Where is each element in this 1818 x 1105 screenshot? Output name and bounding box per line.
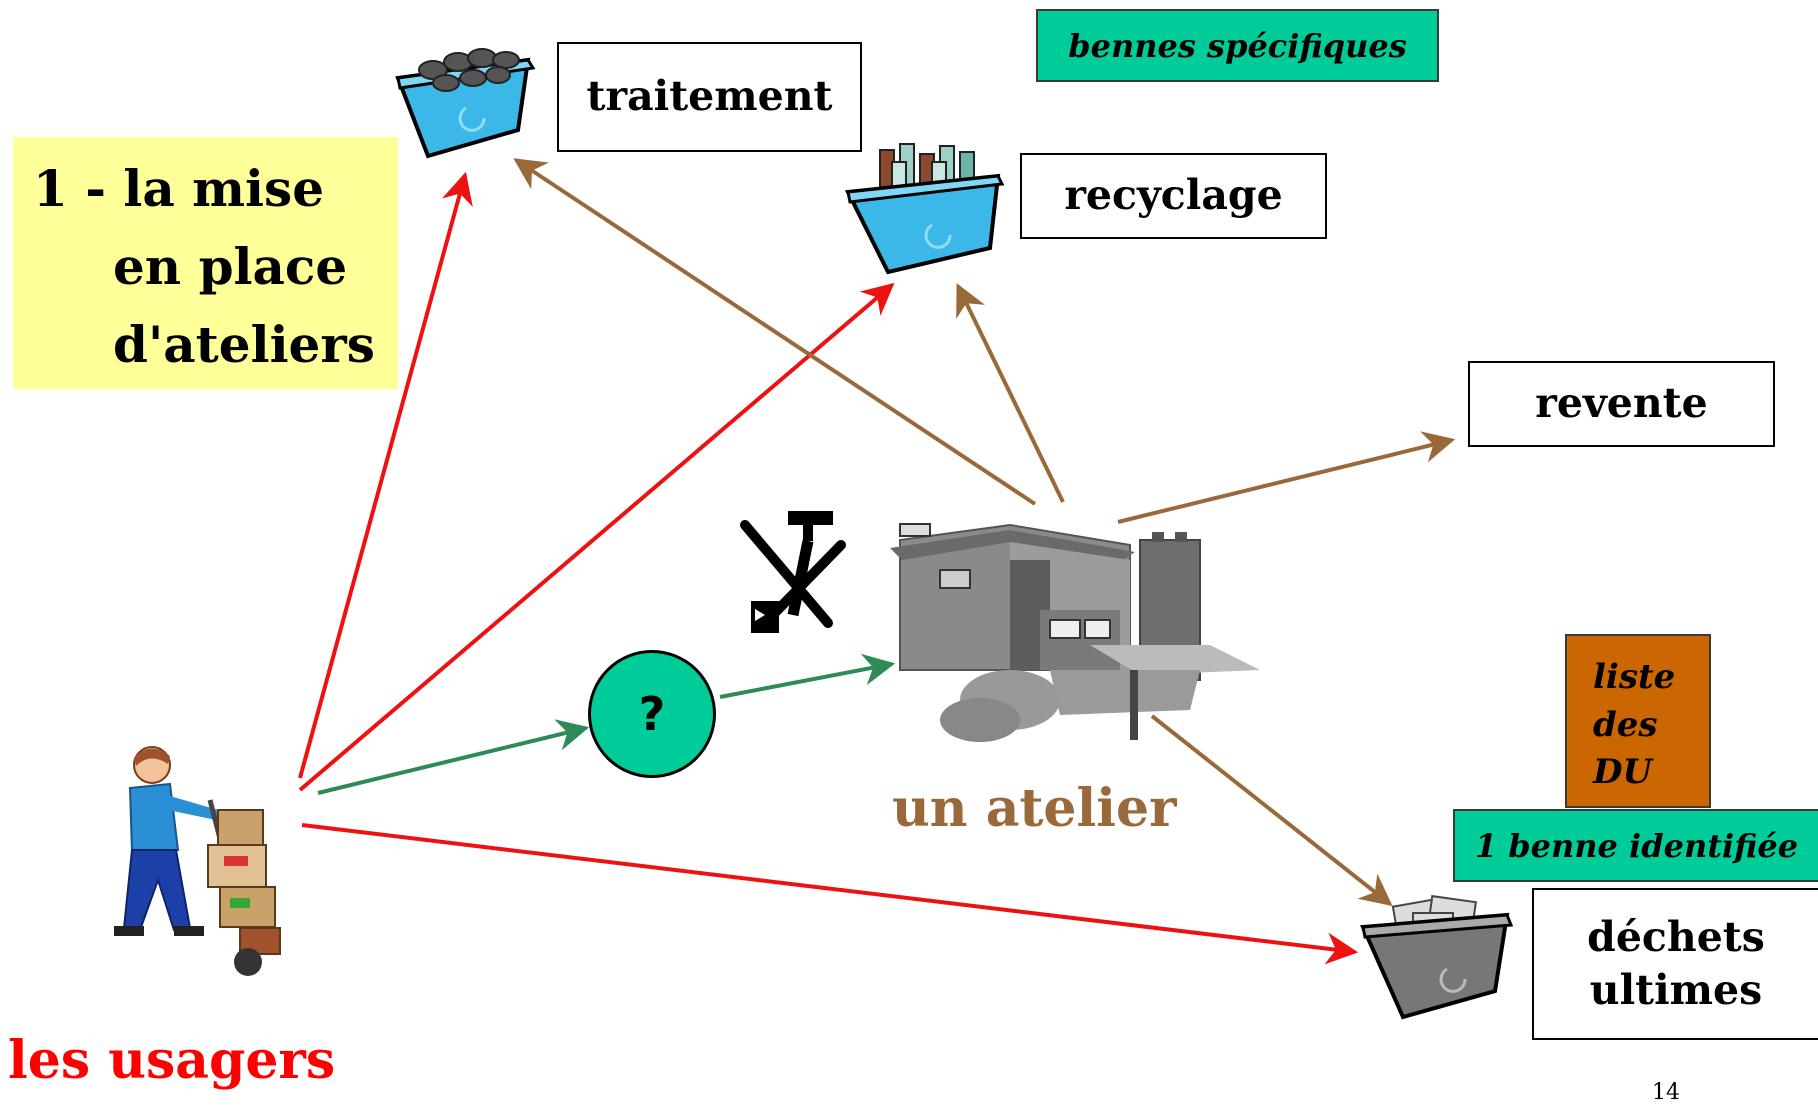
arrow-usagers-dechets: [301, 823, 1359, 965]
worker-hand-truck-icon: [114, 746, 281, 976]
node-revente: revente: [1468, 361, 1775, 447]
node-dechets-ultimes-label: déchets ultimes: [1587, 912, 1765, 1014]
arrow-atelier-traitement: [513, 158, 1037, 506]
node-traitement: traitement: [557, 42, 862, 152]
recycling-bin-waste-icon: [1360, 895, 1514, 1020]
node-revente-label: revente: [1535, 379, 1708, 428]
tools-icon: [740, 511, 846, 633]
page-number: 14: [1652, 1080, 1680, 1105]
title-line-3: d'ateliers: [113, 315, 375, 374]
arrow-atelier-recyclage: [956, 283, 1065, 503]
arrow-usagers-recyclage: [298, 282, 895, 792]
recycling-bin-cans-icon: [395, 48, 536, 159]
title-line-1: 1 - la mise: [33, 159, 325, 218]
arrow-atelier-dechets: [1150, 714, 1393, 906]
tag-benne-identifiee: 1 benne identifiée: [1453, 809, 1818, 882]
tag-liste-du-label: liste des DU: [1593, 657, 1676, 793]
recycling-bin-bottles-icon: [844, 143, 1005, 275]
arrow-question-atelier: [719, 653, 896, 699]
atelier-label: un atelier: [892, 778, 1177, 839]
title-line-2: en place: [113, 237, 348, 296]
node-recyclage: recyclage: [1020, 153, 1327, 239]
usagers-label: les usagers: [8, 1030, 336, 1091]
node-dechets-ultimes: déchets ultimes: [1532, 888, 1818, 1040]
tag-liste-du: liste des DU: [1565, 634, 1711, 808]
arrow-usagers-question: [317, 719, 590, 795]
question-node: ?: [588, 650, 716, 778]
tag-benne-identifiee-label: 1 benne identifiée: [1474, 826, 1799, 865]
question-mark: ?: [638, 687, 666, 741]
node-recyclage-label: recyclage: [1064, 171, 1283, 220]
tag-bennes-specifiques-label: bennes spécifiques: [1068, 26, 1407, 65]
tag-bennes-specifiques: bennes spécifiques: [1036, 9, 1439, 82]
arrow-atelier-revente: [1117, 431, 1456, 524]
node-traitement-label: traitement: [586, 72, 833, 121]
building-icon: [890, 523, 1260, 742]
section-title-box: 1 - la mise en place d'ateliers: [13, 137, 398, 389]
arrow-usagers-traitement: [298, 171, 473, 779]
